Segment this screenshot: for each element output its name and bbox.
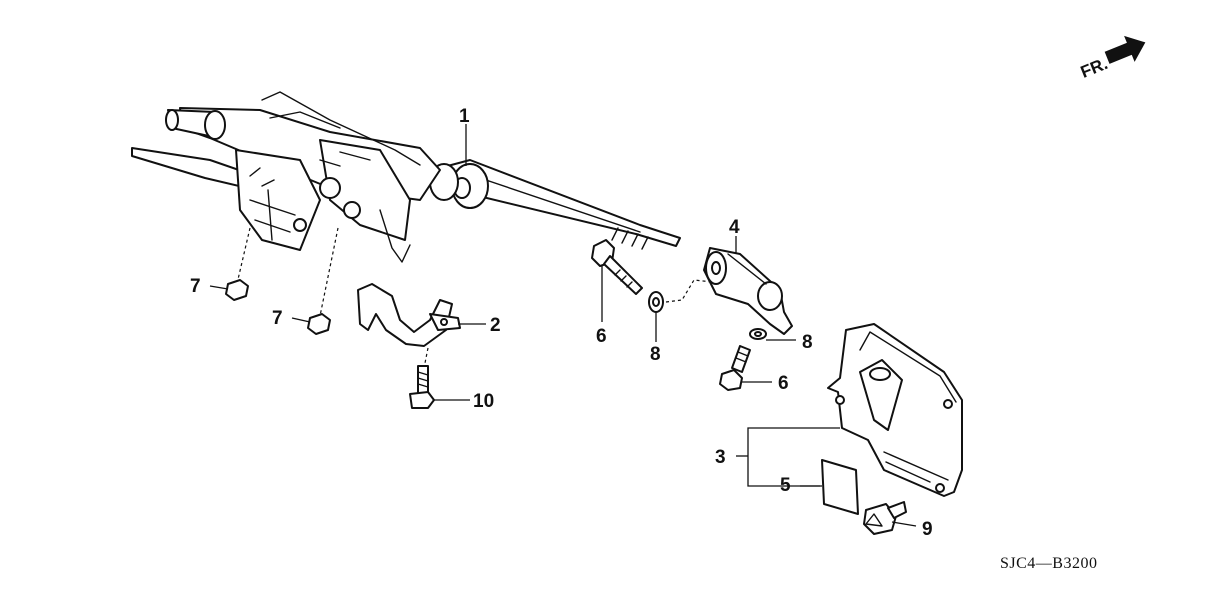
callout-7-upper: 7	[190, 276, 201, 297]
front-direction-indicator: FR.	[1078, 35, 1146, 82]
callout-4: 4	[729, 217, 740, 238]
fr-label: FR.	[1078, 54, 1111, 82]
callout-10: 10	[473, 391, 494, 412]
callout-1: 1	[459, 106, 470, 127]
callout-2: 2	[490, 315, 501, 336]
callout-8-upper: 8	[650, 344, 661, 365]
callout-7-lower: 7	[272, 308, 283, 329]
washer-8-upper	[648, 279, 713, 342]
callout-9: 9	[922, 519, 933, 540]
column-bracket	[357, 283, 486, 347]
label-5	[821, 459, 859, 515]
nut-7-upper	[209, 227, 251, 301]
bolt-6-upper	[591, 239, 643, 322]
bolt-10	[409, 347, 470, 409]
callout-6-upper: 6	[596, 326, 607, 347]
steering-column-assembly	[131, 91, 681, 263]
clip-9	[863, 501, 917, 535]
nut-7-lower	[291, 227, 339, 335]
front-arrow-icon	[1104, 35, 1146, 64]
universal-joint	[703, 236, 793, 335]
callout-8-lower: 8	[802, 332, 813, 353]
bolt-6-lower	[719, 345, 772, 391]
column-cover	[736, 323, 963, 515]
callout-6-lower: 6	[778, 373, 789, 394]
callout-3: 3	[715, 447, 726, 468]
callout-5: 5	[780, 475, 791, 496]
diagram-part-code: SJC4—B3200	[1000, 555, 1097, 572]
washer-8-lower	[749, 328, 796, 341]
